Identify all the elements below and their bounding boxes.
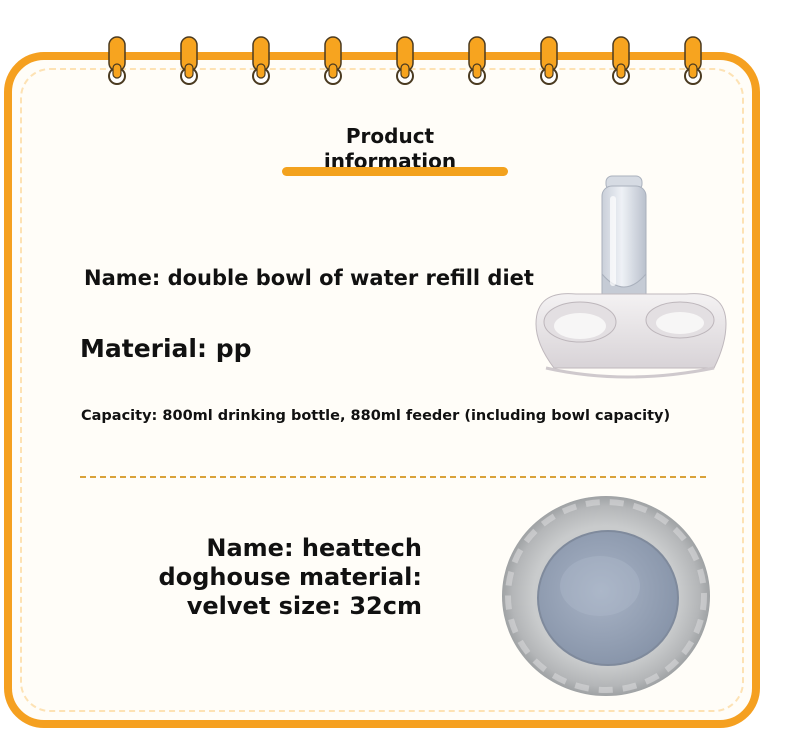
- binder-ring-icon: [684, 36, 702, 85]
- product2-line: Name: heattech: [206, 534, 422, 562]
- binder-ring-icon: [324, 36, 342, 85]
- product2-line: velvet size: 32cm: [186, 592, 422, 620]
- binder-ring-icon: [396, 36, 414, 85]
- binder-ring-icon: [180, 36, 198, 85]
- binder-ring-icon: [540, 36, 558, 85]
- section-divider: [80, 476, 706, 478]
- notebook-frame: [4, 52, 760, 728]
- title-underline: [282, 167, 508, 176]
- binder-ring-icon: [252, 36, 270, 85]
- product1-capacity: Capacity: 800ml drinking bottle, 880ml f…: [81, 408, 671, 424]
- inner-dashed-border: [20, 68, 744, 712]
- product1-name: Name: double bowl of water refill diet: [84, 266, 534, 290]
- binder-ring-icon: [108, 36, 126, 85]
- binder-ring-icon: [612, 36, 630, 85]
- binder-ring-icon: [468, 36, 486, 85]
- product1-material: Material: pp: [80, 334, 252, 363]
- pet-bed-image: [502, 496, 710, 696]
- product2-line: doghouse material:: [158, 563, 422, 591]
- pet-feeder-image: [535, 175, 727, 379]
- product2-details: Name: heattech doghouse material: velvet…: [159, 534, 422, 621]
